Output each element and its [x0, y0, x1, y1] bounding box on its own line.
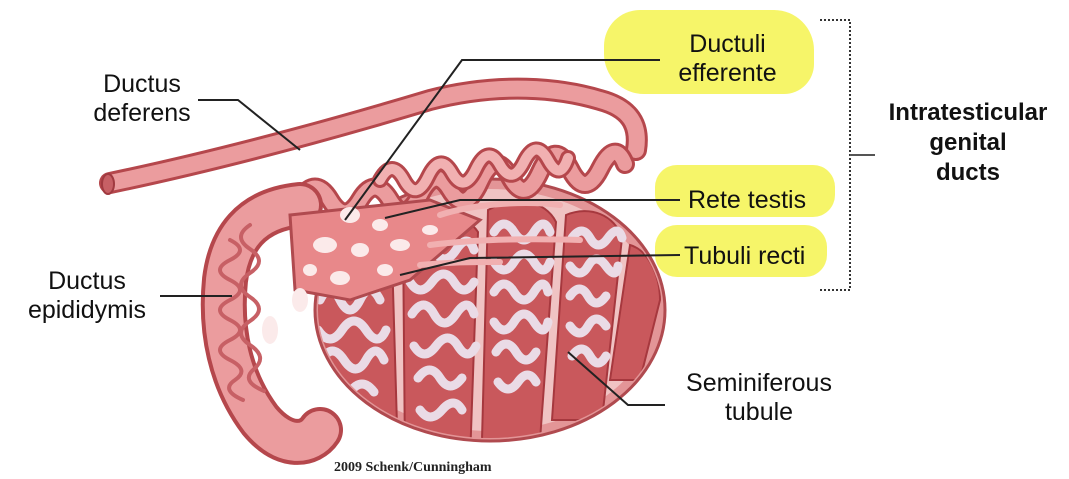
bracket — [820, 20, 850, 290]
label-seminiferous-tubule: Seminiferous tubule — [668, 369, 850, 427]
label-rete-testis: Rete testis — [688, 186, 806, 215]
label-ductuli-efferente-line1: Ductuli — [655, 30, 800, 59]
label-intratesticular-line1: Intratesticular — [868, 98, 1068, 128]
label-tubuli-recti: Tubuli recti — [684, 242, 805, 271]
label-ductus-deferens-line1: Ductus — [78, 70, 206, 99]
label-ductuli-efferente: Ductuli efferente — [655, 30, 800, 88]
label-seminiferous-line2: tubule — [668, 398, 850, 427]
label-seminiferous-line1: Seminiferous — [668, 369, 850, 398]
image-credit: 2009 Schenk/Cunningham — [334, 460, 492, 476]
label-intratesticular-line2: genital — [868, 128, 1068, 158]
label-ductus-epididymis-line2: epididymis — [14, 296, 160, 325]
label-intratesticular-line3: ducts — [868, 158, 1068, 188]
label-ductus-epididymis-line1: Ductus — [14, 267, 160, 296]
label-ductus-deferens-line2: deferens — [78, 99, 206, 128]
label-ductus-deferens: Ductus deferens — [78, 70, 206, 128]
label-ductuli-efferente-line2: efferente — [655, 59, 800, 88]
label-intratesticular-genital-ducts: Intratesticular genital ducts — [868, 98, 1068, 188]
label-ductus-epididymis: Ductus epididymis — [14, 267, 160, 325]
